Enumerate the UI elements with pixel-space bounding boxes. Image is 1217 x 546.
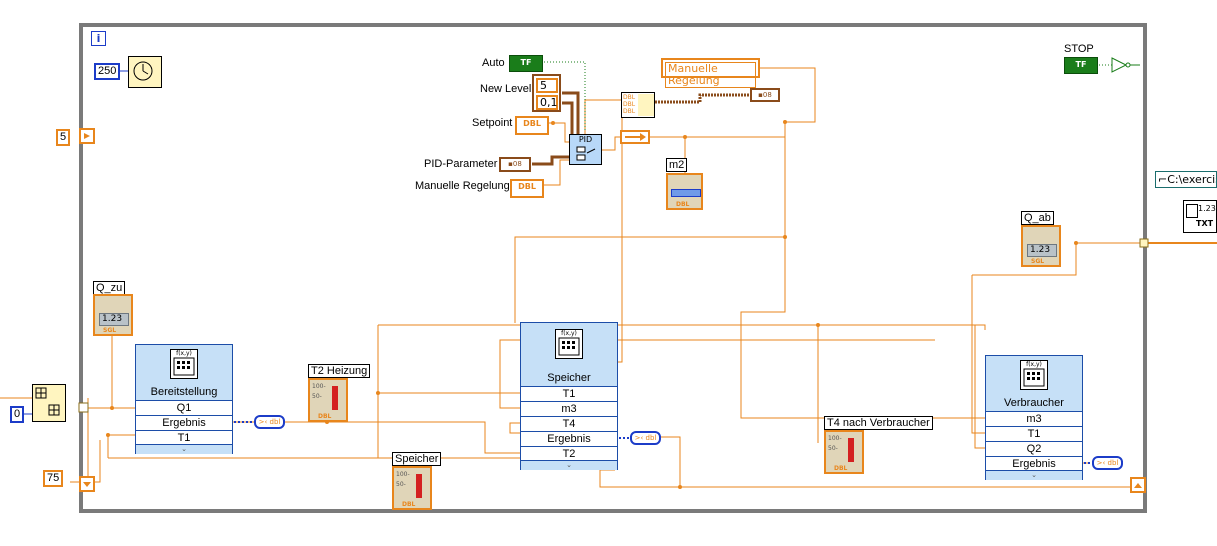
pid-parameter-control[interactable]: ▪08 xyxy=(499,157,531,172)
verbraucher-row-t1[interactable]: T1 xyxy=(986,426,1082,442)
subvi-speicher[interactable]: f(x,y) Speicher T1 m3 T4 Ergebnis T2 ⌄ xyxy=(520,322,618,470)
m2-indicator: DBL xyxy=(666,173,703,210)
path-text: C:\exercise xyxy=(1167,173,1216,186)
bereitstellung-row-t1[interactable]: T1 xyxy=(136,430,232,446)
manual-control-label: Manuelle Regelung xyxy=(415,180,510,192)
q-zu-indicator: 1.23 SGL xyxy=(93,294,133,336)
bereitstellung-title: Bereitstellung xyxy=(150,386,218,398)
manual-control[interactable]: DBL xyxy=(510,179,544,198)
bereitstellung-row-ergebnis[interactable]: Ergebnis xyxy=(136,415,232,431)
setpoint-control[interactable]: DBL xyxy=(515,116,549,135)
wait-icon xyxy=(128,56,162,88)
stop-label: STOP xyxy=(1064,43,1094,55)
stop-button[interactable]: TF xyxy=(1064,57,1098,74)
bereitstellung-expand-icon[interactable]: ⌄ xyxy=(136,444,232,454)
speicher-row-t4[interactable]: T4 xyxy=(521,416,617,432)
setpoint-label: Setpoint xyxy=(472,117,513,129)
t2-heizung-label: T2 Heizung xyxy=(308,364,371,378)
t4-verbraucher-label: T4 nach Verbraucher xyxy=(824,416,933,430)
auto-label: Auto xyxy=(482,57,505,69)
verbraucher-expand-icon[interactable]: ⌄ xyxy=(986,470,1082,480)
initial-temp-constant[interactable]: 75 xyxy=(43,470,64,487)
path-icon: ⌐ xyxy=(1158,173,1168,186)
cluster-out-2: >‹ dbl xyxy=(630,431,661,445)
pid-icon: PID xyxy=(569,134,602,165)
speicher-expand-icon[interactable]: ⌄ xyxy=(521,460,617,470)
wait-ms-constant[interactable]: 250 xyxy=(94,63,121,80)
formula-node-icon: f(x,y) xyxy=(1020,360,1048,390)
speicher-row-ergebnis[interactable]: Ergebnis xyxy=(521,431,617,447)
auto-toggle[interactable]: TF xyxy=(509,55,543,72)
subvi-bereitstellung[interactable]: f(x,y) Bereitstellung Q1 Ergebnis T1 ⌄ xyxy=(135,344,233,454)
speicher-gauge-label: Speicher xyxy=(392,452,442,466)
speicher-row-t1[interactable]: T1 xyxy=(521,386,617,402)
cluster-out-1: >‹ dbl xyxy=(254,415,285,429)
build-array-icon xyxy=(32,384,66,422)
pid-label: PID xyxy=(578,135,593,144)
speicher-title: Speicher xyxy=(547,372,591,384)
cluster-out-3: >‹ dbl xyxy=(1092,456,1123,470)
while-loop-frame xyxy=(79,23,1147,513)
subvi-verbraucher[interactable]: f(x,y) Verbraucher m3 T1 Q2 Ergebnis ⌄ xyxy=(985,355,1083,480)
q-ab-indicator: 1.23 SGL xyxy=(1021,225,1061,267)
formula-node-icon: f(x,y) xyxy=(170,349,198,379)
t4-verbraucher-gauge: 100-50- DBL xyxy=(824,430,864,474)
new-level-label: New Level xyxy=(480,83,532,95)
formula-node-icon: f(x,y) xyxy=(555,329,583,359)
new-level-value-2[interactable]: 0,1 xyxy=(536,95,558,110)
iteration-terminal: i xyxy=(91,31,106,46)
manual-regelung-text: Manuelle Regelung xyxy=(665,62,756,88)
speicher-gauge: 100-50- DBL xyxy=(392,466,432,510)
m2-label: m2 xyxy=(666,158,688,172)
verbraucher-row-m3[interactable]: m3 xyxy=(986,411,1082,427)
verbraucher-row-q2[interactable]: Q2 xyxy=(986,441,1082,457)
manual-regelung-constant[interactable]: Manuelle Regelung xyxy=(661,58,760,88)
new-level-value-1[interactable]: 5 xyxy=(536,78,558,93)
new-level-cluster[interactable]: 5 0,1 xyxy=(532,74,561,112)
t2-heizung-gauge: 100-50- DBL xyxy=(308,378,348,422)
pid-parameter-label: PID-Parameter xyxy=(424,158,498,170)
shift-count-constant[interactable]: 5 xyxy=(56,129,71,146)
verbraucher-row-ergebnis[interactable]: Ergebnis xyxy=(986,456,1082,472)
bereitstellung-row-q1[interactable]: Q1 xyxy=(136,400,232,416)
path-constant[interactable]: ⌐C:\exercise xyxy=(1155,171,1217,188)
speicher-row-t2[interactable]: T2 xyxy=(521,446,617,462)
q-ab-label: Q_ab xyxy=(1021,211,1054,225)
speicher-row-m3[interactable]: m3 xyxy=(521,401,617,417)
q-zu-label: Q_zu xyxy=(93,281,126,295)
init-zero-constant[interactable]: 0 xyxy=(10,406,25,423)
write-file-icon: 1.23 TXT xyxy=(1183,200,1217,233)
cluster-indicator: ▪08 xyxy=(750,88,780,102)
verbraucher-title: Verbraucher xyxy=(1004,397,1064,409)
